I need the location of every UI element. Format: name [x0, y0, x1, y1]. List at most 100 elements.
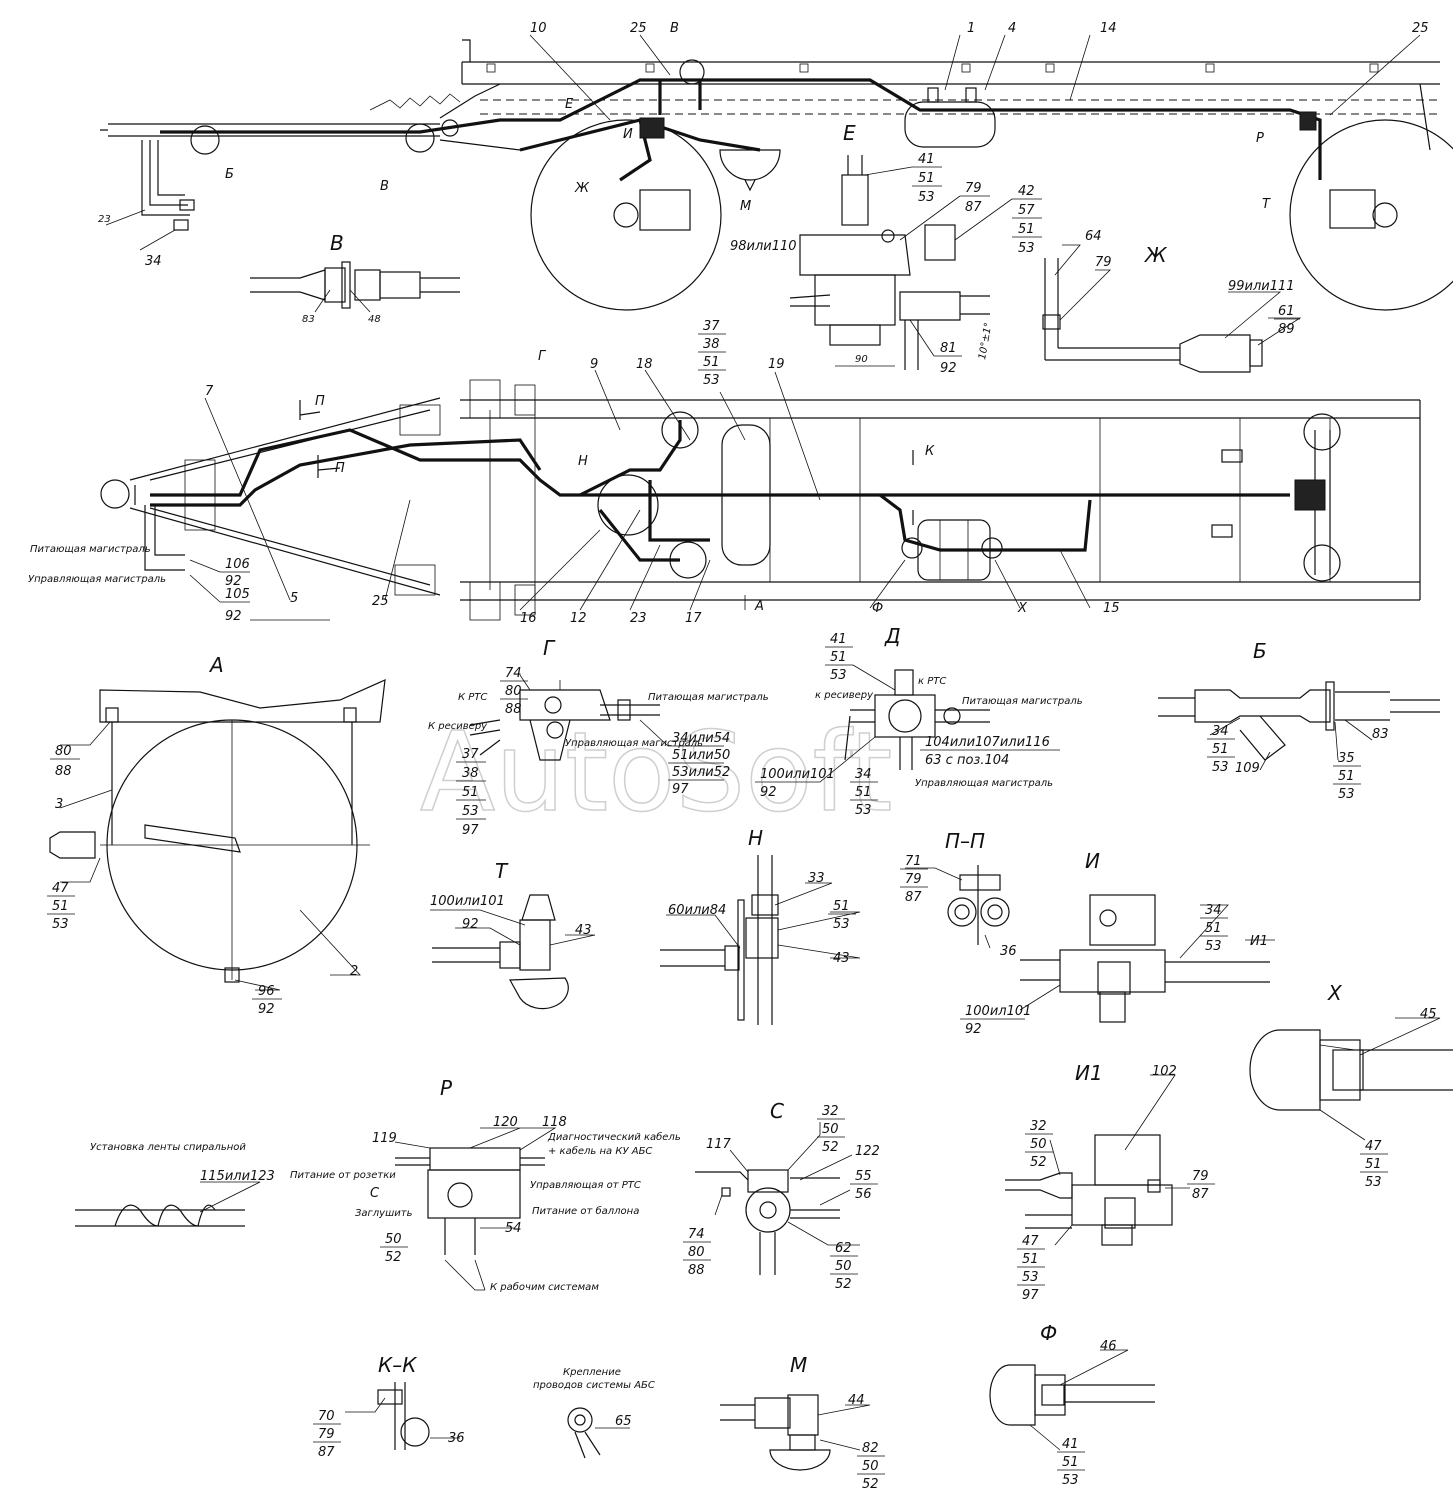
- svg-text:51: 51: [833, 899, 850, 914]
- svg-text:52: 52: [385, 1250, 402, 1265]
- callout: 23: [98, 214, 111, 225]
- svg-text:92: 92: [225, 574, 242, 589]
- svg-text:102: 102: [1152, 1064, 1177, 1079]
- svg-text:64: 64: [1085, 229, 1102, 244]
- svg-text:90: 90: [855, 354, 868, 365]
- svg-text:119: 119: [372, 1131, 397, 1146]
- svg-text:97: 97: [462, 823, 479, 838]
- svg-text:92: 92: [940, 361, 957, 376]
- svg-text:Питание от баллона: Питание от баллона: [532, 1205, 639, 1217]
- svg-text:51: 51: [52, 899, 69, 914]
- svg-text:Установка ленты спиральной: Установка ленты спиральной: [90, 1142, 246, 1153]
- svg-text:К ресиверу: К ресиверу: [428, 721, 488, 732]
- svg-text:60или84: 60или84: [668, 903, 726, 918]
- view-f: Ф 46 41 51 53: [989, 1321, 1155, 1488]
- svg-text:36: 36: [1000, 944, 1017, 959]
- svg-text:80: 80: [505, 684, 522, 699]
- view-kk: К–К 70 79 87 36: [313, 1353, 465, 1460]
- svg-text:5: 5: [290, 591, 298, 606]
- svg-text:51: 51: [462, 785, 479, 800]
- svg-text:53: 53: [52, 917, 69, 932]
- view-pp: П–П 71 79 87 36: [900, 829, 1017, 959]
- svg-text:25: 25: [372, 594, 389, 609]
- svg-text:Г: Г: [538, 349, 547, 364]
- svg-text:19: 19: [768, 357, 785, 372]
- svg-text:88: 88: [688, 1263, 705, 1278]
- svg-text:47: 47: [1365, 1139, 1382, 1154]
- svg-text:57: 57: [1018, 203, 1035, 218]
- svg-text:к РТС: к РТС: [918, 676, 946, 687]
- svg-text:97: 97: [672, 782, 689, 797]
- detail-v-circle-2: [679, 59, 705, 85]
- svg-text:55: 55: [855, 1169, 872, 1184]
- svg-text:56: 56: [855, 1187, 872, 1202]
- svg-text:117: 117: [706, 1137, 732, 1152]
- section-mark: Е: [565, 97, 574, 112]
- svg-text:Т: Т: [495, 859, 509, 883]
- svg-text:87: 87: [318, 1445, 335, 1460]
- svg-text:52: 52: [862, 1477, 879, 1492]
- svg-text:51: 51: [1022, 1252, 1039, 1267]
- svg-text:Ф: Ф: [872, 601, 883, 616]
- svg-text:Питающая магистраль: Питающая магистраль: [648, 692, 769, 703]
- view-r: Р 119 120 118 50 52 54 Диагностический к…: [290, 1076, 681, 1293]
- svg-text:53: 53: [830, 668, 847, 683]
- svg-text:16: 16: [520, 611, 537, 626]
- svg-text:37: 37: [462, 747, 479, 762]
- svg-text:53: 53: [462, 804, 479, 819]
- svg-text:32: 32: [822, 1104, 839, 1119]
- svg-text:50: 50: [1030, 1137, 1047, 1152]
- svg-text:92: 92: [258, 1002, 275, 1017]
- svg-text:И: И: [1085, 849, 1100, 873]
- svg-text:3: 3: [55, 797, 63, 812]
- svg-text:71: 71: [905, 854, 922, 869]
- svg-text:96: 96: [258, 984, 275, 999]
- svg-text:Н: Н: [748, 826, 763, 850]
- receiver-side: [904, 101, 996, 148]
- svg-text:Е: Е: [843, 121, 856, 145]
- section-mark: В: [670, 21, 679, 36]
- svg-text:118: 118: [542, 1115, 567, 1130]
- view-s: С 117 32 50 52 122 55 56 74 80 88 62 50 …: [683, 1099, 880, 1292]
- svg-text:Х: Х: [1017, 601, 1028, 616]
- callout: 10: [530, 21, 547, 36]
- svg-text:М: М: [790, 1353, 807, 1377]
- svg-text:53: 53: [1022, 1270, 1039, 1285]
- svg-text:41: 41: [830, 632, 847, 647]
- svg-text:80: 80: [55, 744, 72, 759]
- svg-text:К РТС: К РТС: [458, 692, 487, 703]
- svg-text:Ф: Ф: [1040, 1321, 1057, 1345]
- svg-text:51: 51: [1062, 1455, 1079, 1470]
- view-a: А 80 88 3 47 51 53 2 96 92: [47, 653, 386, 1017]
- svg-text:П: П: [335, 461, 345, 476]
- svg-text:А: А: [754, 599, 764, 614]
- svg-text:48: 48: [368, 314, 381, 325]
- svg-text:41: 41: [918, 152, 935, 167]
- svg-text:122: 122: [855, 1144, 880, 1159]
- side-view: 10 25 1 4 14 25 23 34 Б В В Е И Ж М Р Т: [98, 21, 1453, 311]
- abs-clip: Крепление проводов системы АБС 65: [533, 1367, 655, 1459]
- svg-text:Крепление: Крепление: [563, 1367, 621, 1378]
- svg-text:88: 88: [505, 702, 522, 717]
- svg-text:Х: Х: [1327, 981, 1343, 1005]
- view-m: М 44 82 50 52: [720, 1353, 885, 1492]
- rear-wheel: [1289, 119, 1453, 311]
- section-mark: Б: [225, 167, 234, 182]
- section-mark: Т: [1262, 197, 1271, 212]
- svg-text:В: В: [330, 231, 344, 255]
- svg-text:87: 87: [905, 890, 922, 905]
- front-wheel: [530, 119, 722, 311]
- svg-text:51: 51: [1018, 222, 1035, 237]
- svg-text:79: 79: [1095, 255, 1112, 270]
- section-mark: М: [740, 199, 751, 214]
- svg-text:34: 34: [1205, 903, 1222, 918]
- svg-text:53: 53: [1018, 241, 1035, 256]
- svg-text:П: П: [315, 394, 325, 409]
- svg-text:10°±1°: 10°±1°: [977, 322, 994, 361]
- spiral-tape: Установка ленты спиральной 115или123: [75, 1142, 275, 1227]
- svg-text:47: 47: [52, 881, 69, 896]
- svg-text:92: 92: [760, 785, 777, 800]
- svg-text:74: 74: [505, 666, 522, 681]
- svg-text:Питание от розетки: Питание от розетки: [290, 1170, 396, 1181]
- svg-text:23: 23: [630, 611, 647, 626]
